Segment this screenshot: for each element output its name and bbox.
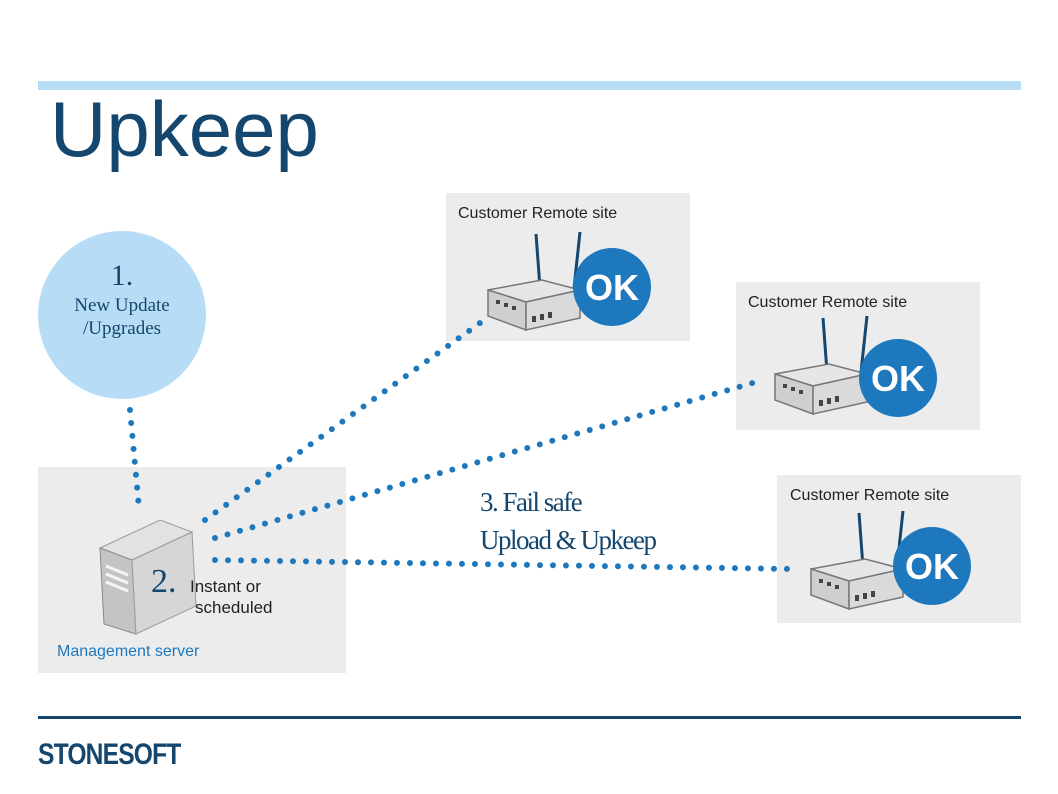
ok-badge-text-1: OK [585, 267, 639, 308]
ok-badge-2: OK [859, 339, 937, 417]
ok-badge-text-3: OK [905, 546, 959, 587]
remote-site-label-3: Customer Remote site [790, 487, 950, 504]
step2-line1: Instant or [190, 577, 261, 596]
router-icon-2 [774, 315, 869, 416]
step2-instant-text: Instant or scheduled [190, 576, 273, 618]
step1-line2: /Upgrades [82, 318, 162, 339]
connector-server-to-site-2 [212, 379, 759, 541]
ok-badge-3: OK [893, 527, 971, 605]
server-tower-icon [98, 519, 197, 635]
management-server-label: Management server [57, 643, 200, 660]
top-rule [38, 81, 1021, 90]
step2-number: 2. [151, 563, 177, 600]
step1-update-circle: 1. New Update /Upgrades [38, 231, 206, 399]
connector-server-to-site-1 [202, 320, 483, 523]
connector-update-to-server [127, 407, 142, 511]
ok-badge-text-2: OK [871, 358, 925, 399]
step3-line2: Upload & Upkeep [480, 525, 657, 555]
remote-site-label-1: Customer Remote site [458, 205, 618, 222]
remote-site-label-2: Customer Remote site [748, 294, 908, 311]
ok-badge-1: OK [573, 248, 651, 326]
step3-line1: 3. Fail safe [480, 487, 583, 517]
router-icon-3 [810, 510, 905, 611]
step1-number: 1. [110, 259, 134, 292]
slide-title: Upkeep [50, 85, 319, 173]
connector-server-to-site-3 [212, 557, 795, 572]
stonesoft-logo: STONESOFT [38, 738, 181, 771]
router-icon-1 [487, 231, 582, 332]
remote-site-panel-2 [736, 282, 980, 430]
step2-line2: scheduled [195, 598, 273, 617]
step1-line1: New Update [74, 295, 170, 316]
step3-text: 3. Fail safe Upload & Upkeep [480, 483, 657, 559]
bottom-rule [38, 716, 1021, 719]
